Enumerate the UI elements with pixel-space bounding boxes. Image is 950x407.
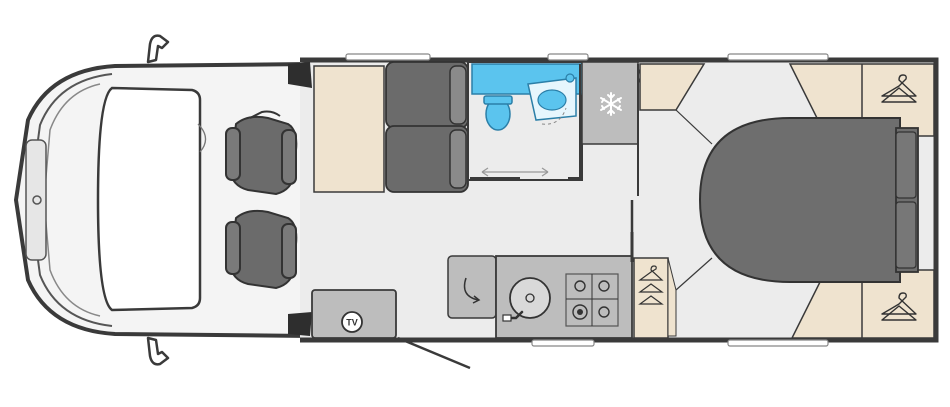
entrance-door-icon — [397, 336, 471, 370]
window — [727, 339, 829, 347]
mirror-top — [146, 34, 170, 64]
bed-diag-bottom — [675, 257, 713, 291]
wall-junction-top — [288, 62, 312, 88]
sink-icon — [502, 277, 551, 322]
front-bumper — [25, 139, 47, 261]
hanger-icon — [881, 292, 917, 321]
swivel-seat-icon — [225, 209, 298, 290]
bed-diag-top — [675, 109, 713, 145]
window — [345, 53, 431, 61]
forward-seat — [385, 61, 469, 193]
pillow — [895, 201, 917, 269]
toilet-icon — [483, 95, 513, 131]
mirror-bottom — [146, 336, 170, 366]
tv-point-front: TV — [341, 311, 363, 333]
outer-wall — [300, 57, 939, 343]
hanger-icon — [638, 265, 664, 305]
window — [727, 53, 829, 61]
front-badge — [32, 195, 42, 205]
hanger-icon — [881, 74, 917, 103]
washroom-door-swing — [541, 107, 567, 125]
swivel-arrow-head — [472, 295, 481, 304]
swivel-seat-icon — [225, 110, 298, 196]
habitation: TV — [288, 53, 939, 370]
wall-junction-bottom — [288, 312, 312, 336]
swivel-arrow — [463, 277, 479, 301]
side-bench — [313, 65, 385, 193]
window — [531, 339, 595, 347]
steering-hint — [197, 123, 207, 153]
window — [547, 53, 589, 61]
cab — [13, 34, 312, 366]
island-bed — [698, 117, 901, 283]
sliding-door-arrow — [481, 167, 549, 177]
snowflake-icon — [600, 92, 622, 116]
gas-hob-icon — [565, 273, 619, 327]
basin — [527, 73, 577, 121]
kitchen-side — [447, 255, 497, 319]
pillow — [895, 131, 917, 199]
dashboard — [96, 86, 202, 312]
tv-label-front: TV — [346, 318, 358, 328]
bedroom-corner-bottom — [667, 257, 677, 337]
